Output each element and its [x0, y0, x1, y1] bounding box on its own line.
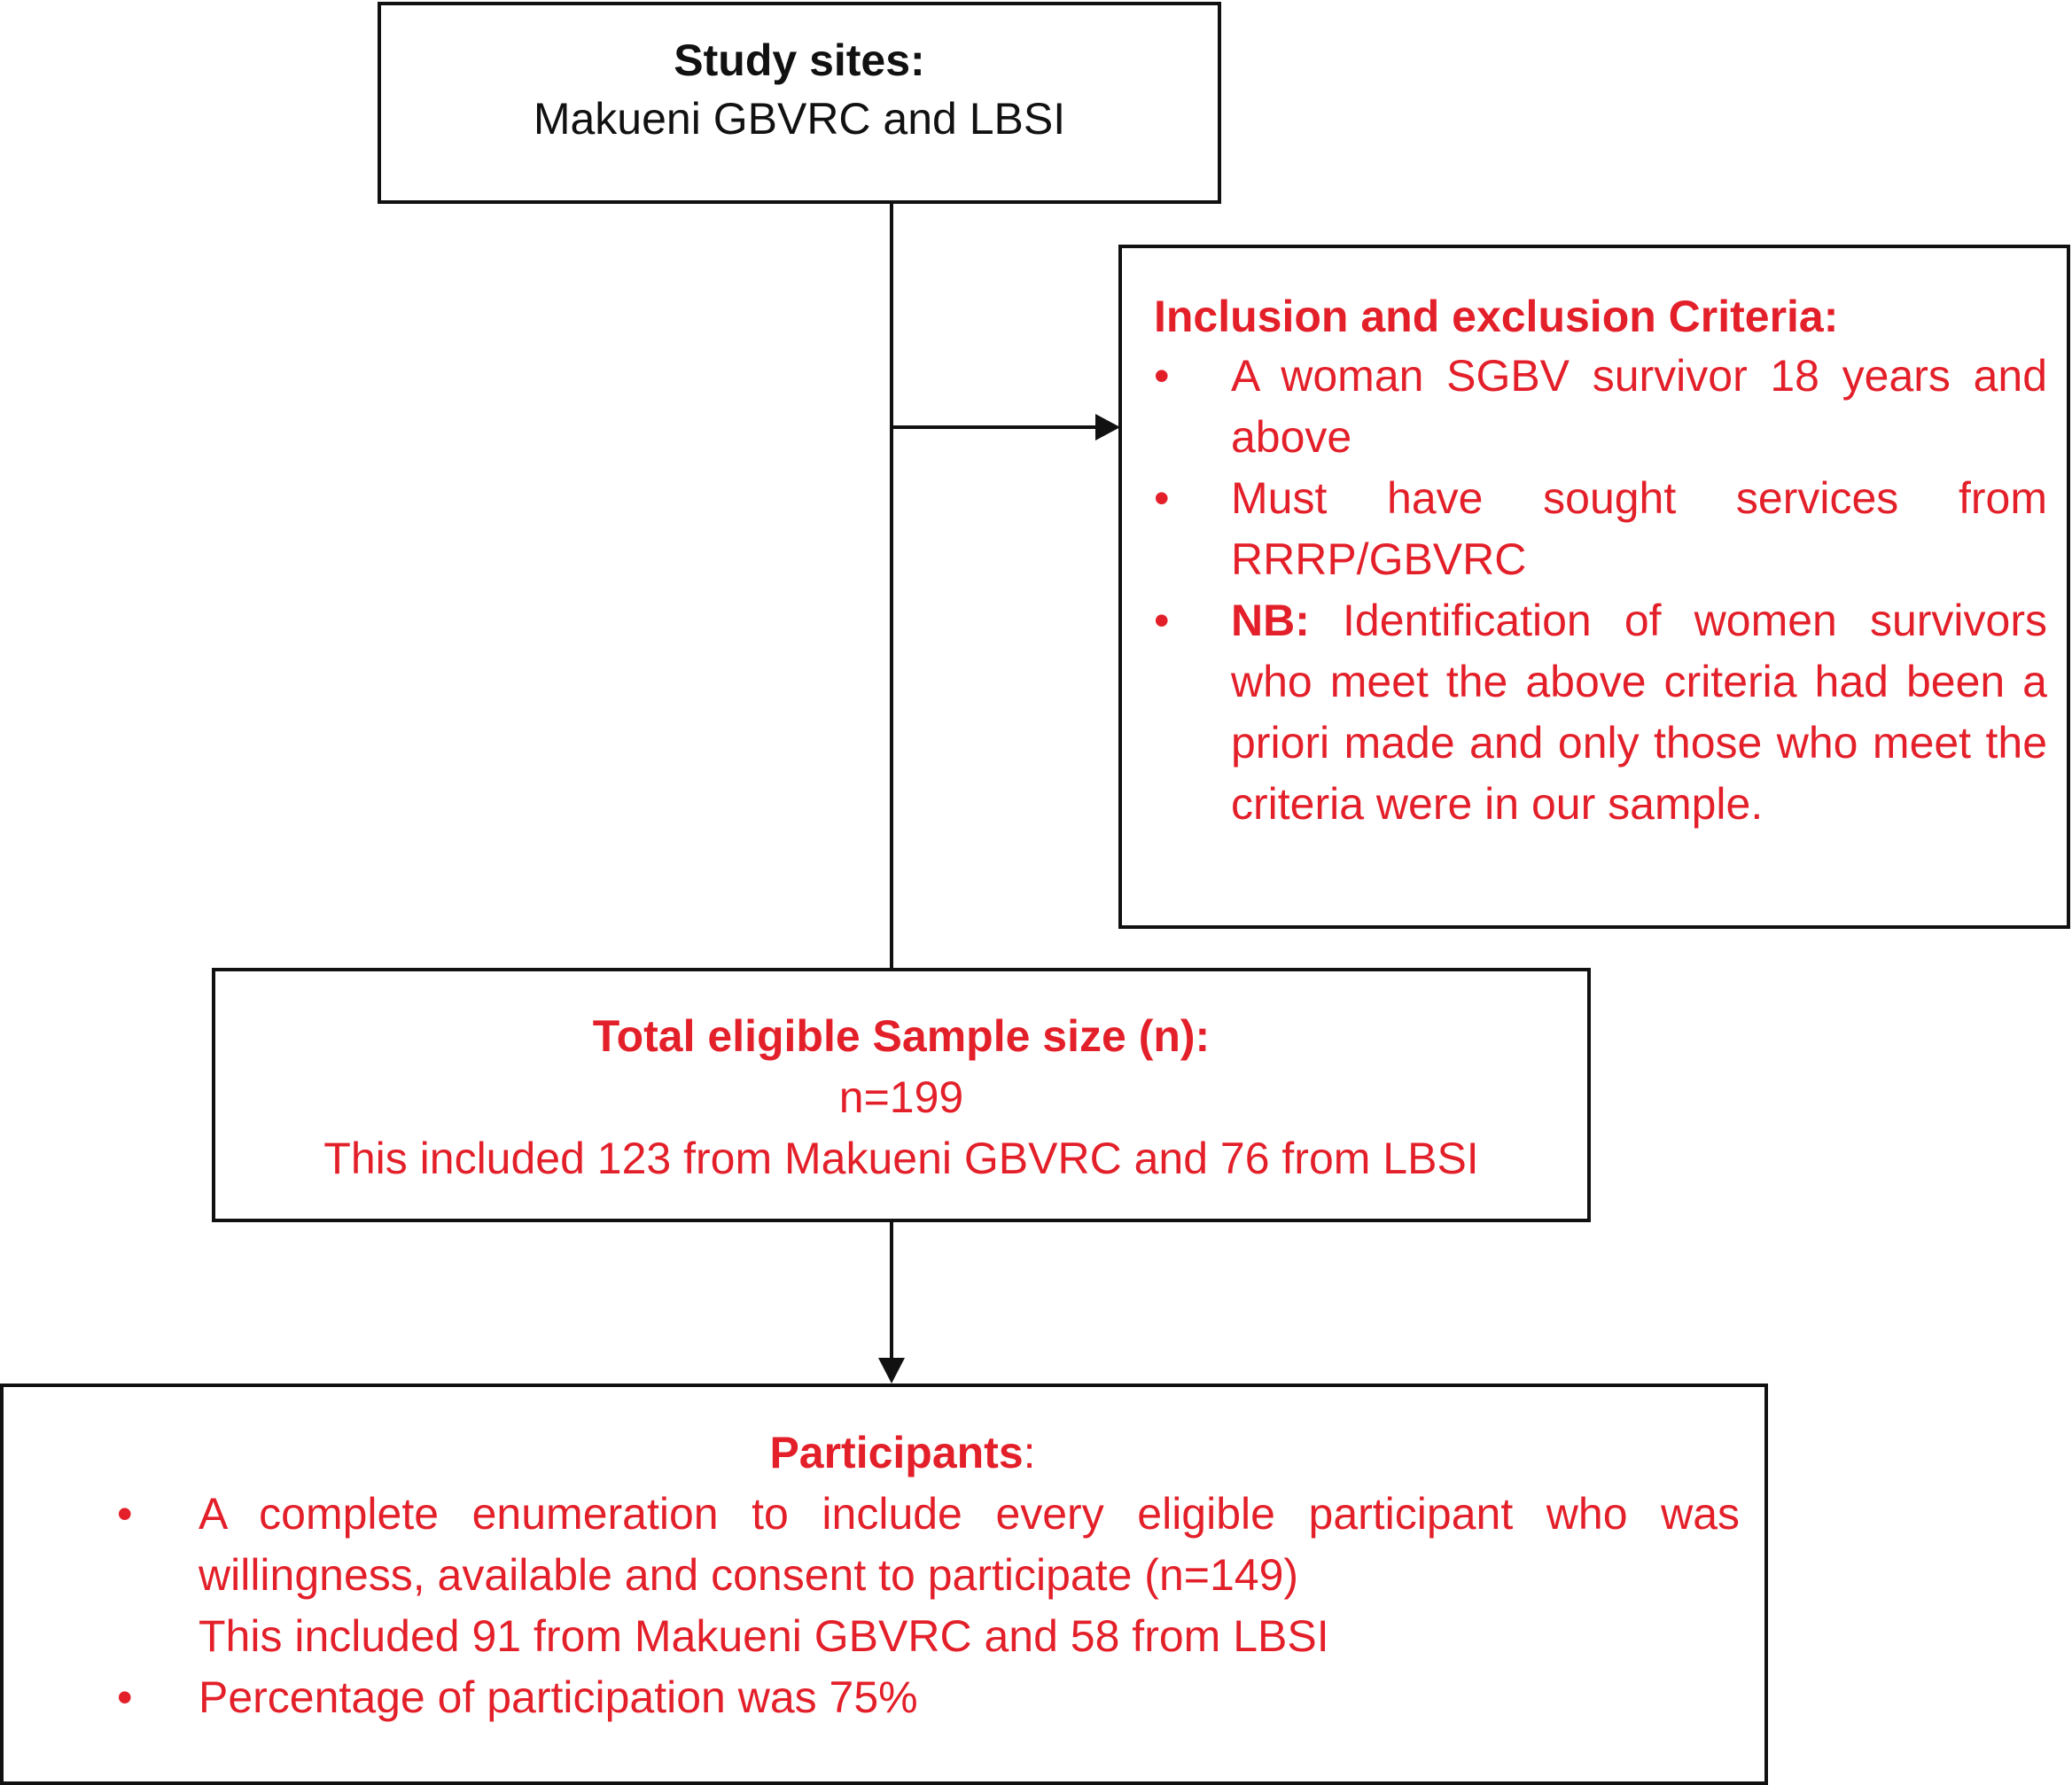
bullet-icon: • [1154, 473, 1170, 523]
participants-title: Participants [769, 1428, 1024, 1477]
study-sites-box: Study sites: Makueni GBVRC and LBSI [378, 2, 1221, 204]
bullet-icon: • [117, 1672, 133, 1722]
criteria-item-text: Must have sought services from RRRP/GBVR… [1231, 473, 2047, 584]
criteria-item: • Must have sought services from RRRP/GB… [1154, 468, 2047, 590]
bullet-icon: • [1154, 596, 1170, 645]
participants-item: • A complete enumeration to include ever… [4, 1484, 1740, 1667]
participants-item-text: Percentage of participation was 75% [199, 1672, 918, 1722]
criteria-box: Inclusion and exclusion Criteria: • A wo… [1118, 245, 2070, 929]
criteria-list: • A woman SGBV survivor 18 years and abo… [1154, 346, 2047, 835]
study-sites-subtitle: Makueni GBVRC and LBSI [533, 94, 1066, 144]
total-sample-breakdown: This included 123 from Makueni GBVRC and… [323, 1134, 1479, 1183]
participants-item-line: willingness, available and consent to pa… [199, 1550, 1299, 1600]
criteria-item: • A woman SGBV survivor 18 years and abo… [1154, 346, 2047, 468]
participants-box: Participants: • A complete enumeration t… [0, 1384, 1768, 1785]
criteria-item-label: NB: [1231, 596, 1310, 645]
participants-item-line: A complete enumeration to include every … [199, 1489, 1740, 1539]
participants-item-line: This included 91 from Makueni GBVRC and … [199, 1611, 1329, 1661]
criteria-item: • NB: Identification of women survivors … [1154, 590, 2047, 835]
participants-title-line: Participants: [101, 1423, 1740, 1484]
criteria-item-text: A woman SGBV survivor 18 years and above [1231, 351, 2047, 462]
total-sample-n: n=199 [838, 1072, 964, 1122]
bullet-icon: • [117, 1489, 133, 1539]
arrowhead-participants [878, 1358, 905, 1384]
participants-title-suffix: : [1023, 1428, 1036, 1477]
bullet-icon: • [1154, 351, 1170, 401]
arrowhead-criteria [1095, 414, 1120, 440]
criteria-item-text: Identification of women survivors who me… [1231, 596, 2047, 829]
total-sample-title: Total eligible Sample size (n): [592, 1011, 1211, 1061]
participants-item: • Percentage of participation was 75% [4, 1667, 1740, 1728]
study-sites-title: Study sites: [674, 35, 925, 85]
participants-list: • A complete enumeration to include ever… [4, 1484, 1740, 1728]
total-sample-box: Total eligible Sample size (n): n=199 Th… [212, 968, 1591, 1222]
criteria-title: Inclusion and exclusion Criteria: [1154, 292, 1839, 341]
